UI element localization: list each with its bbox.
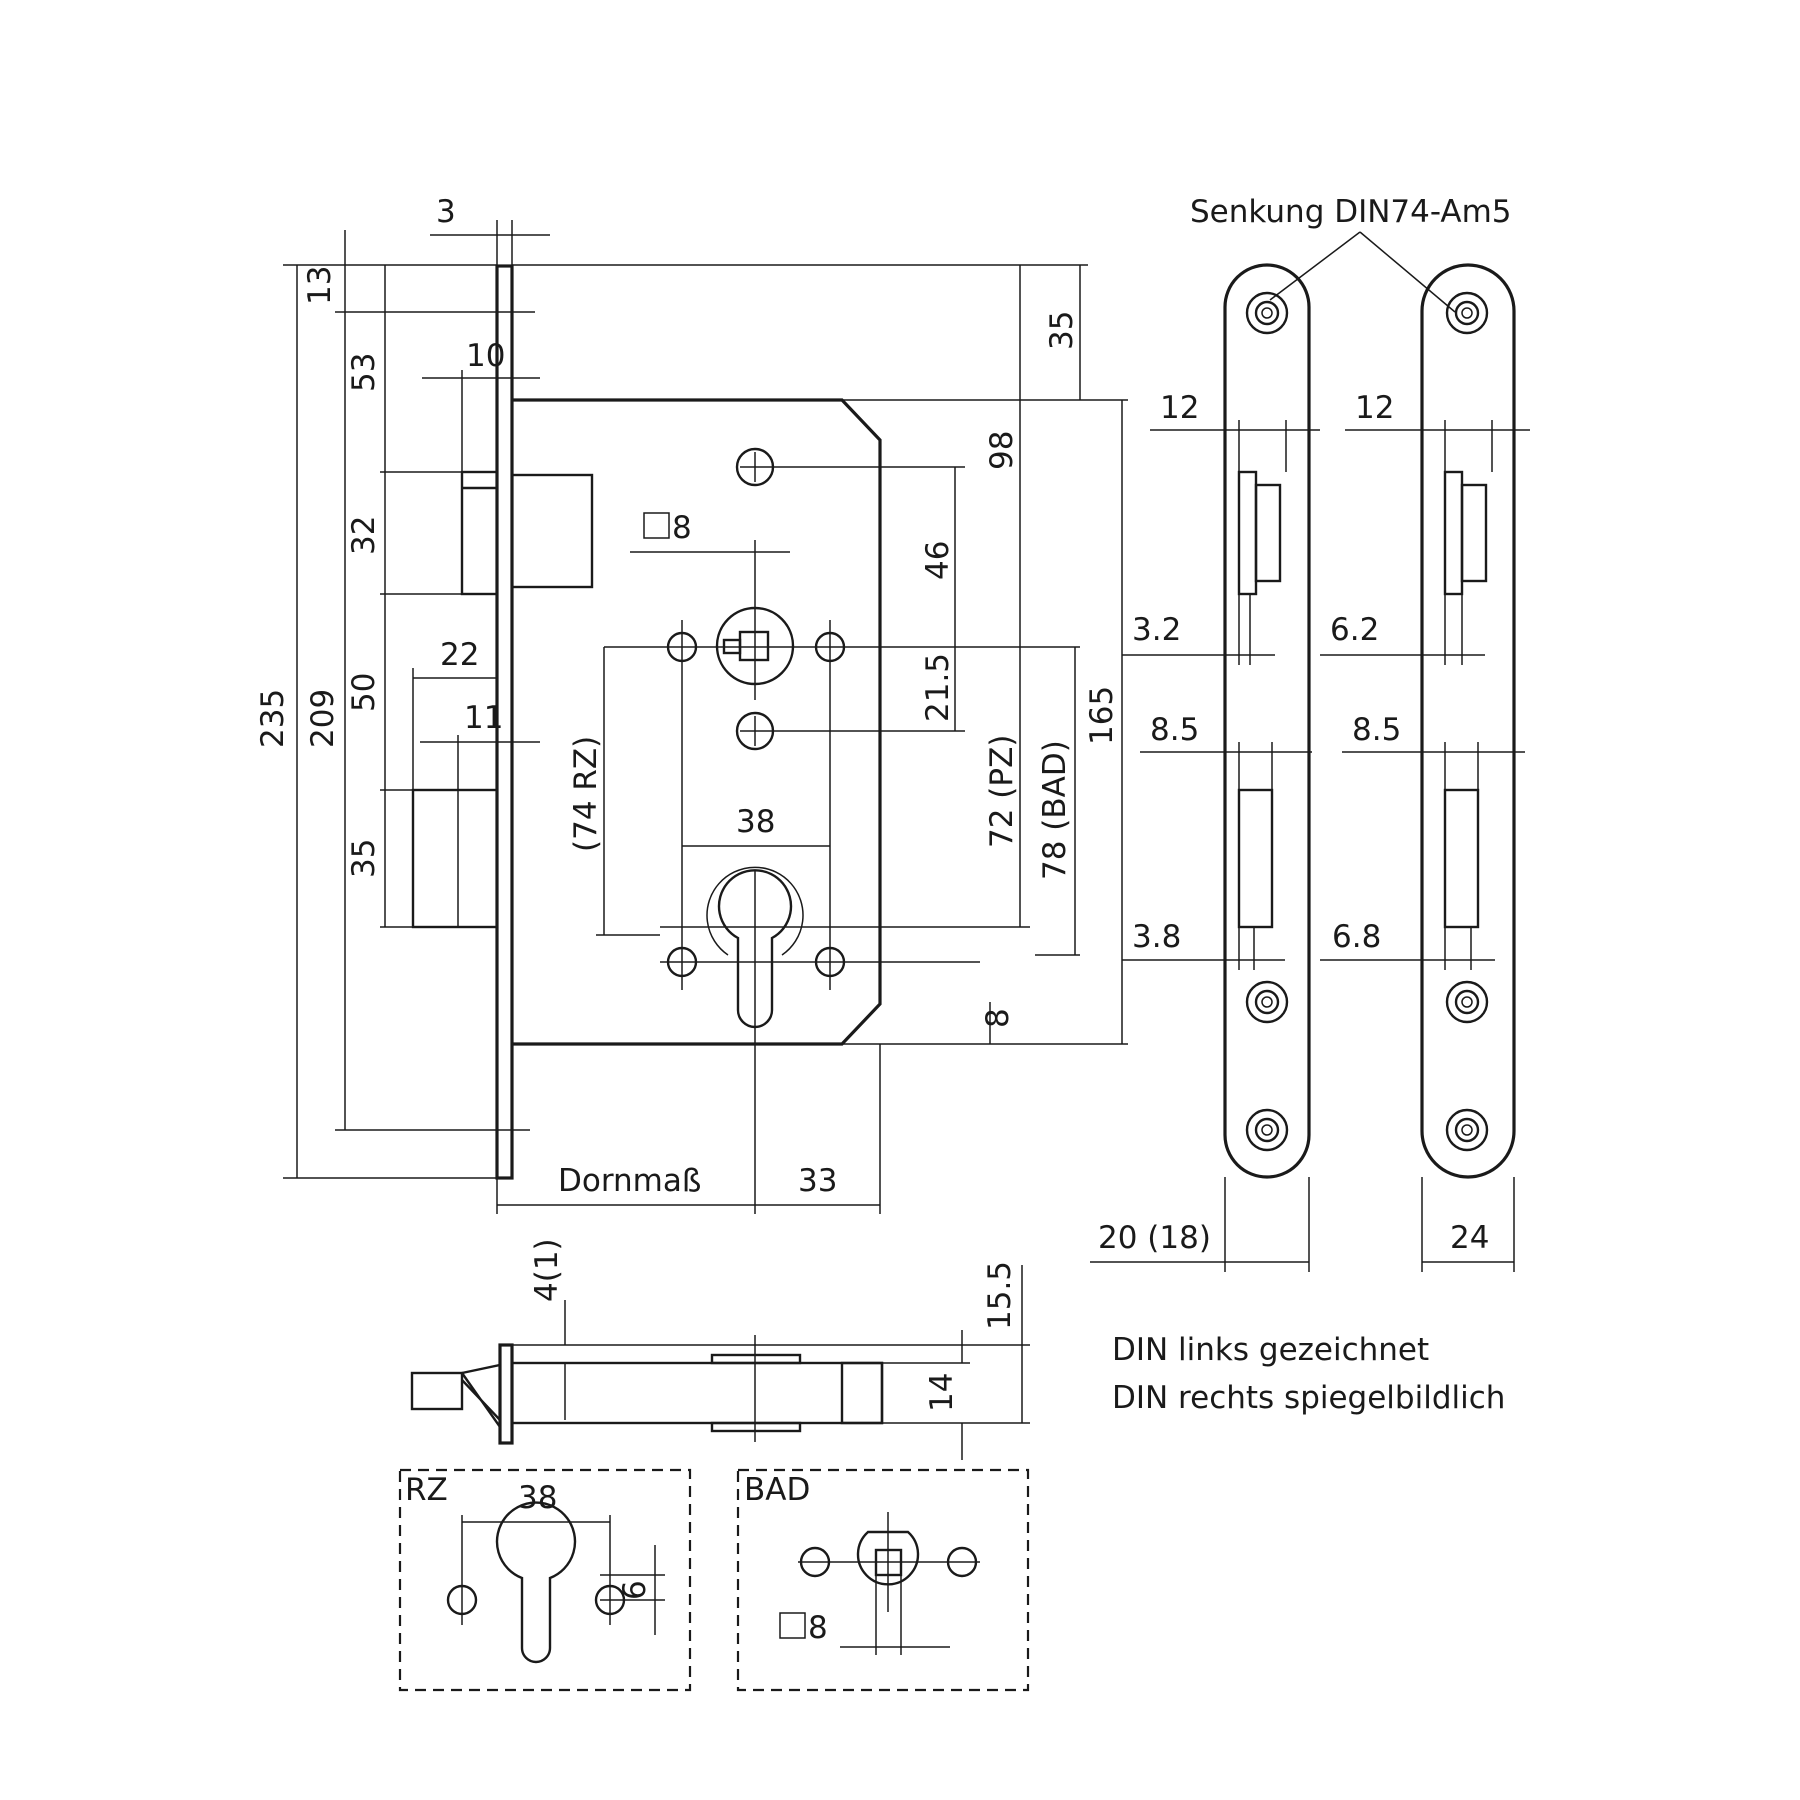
bad-square-8-symbol xyxy=(779,1612,806,1639)
cylinder-profile xyxy=(706,866,804,1029)
dim-12a: 12 xyxy=(1160,390,1199,426)
square-8-symbol xyxy=(643,512,670,539)
dim-11: 11 xyxy=(464,700,503,736)
bad-title: BAD xyxy=(744,1472,810,1508)
lock-top-view xyxy=(410,1335,1030,1445)
dim-8-5a: 8.5 xyxy=(1150,712,1199,748)
dim-20-18: 20 (18) xyxy=(1098,1220,1211,1256)
dim-6-2: 6.2 xyxy=(1330,612,1379,648)
rz-detail: RZ 38 6 xyxy=(398,1468,692,1692)
dim-14: 14 xyxy=(924,1373,960,1412)
rz-cylinder-profile xyxy=(495,1501,577,1664)
dim-53: 53 xyxy=(346,353,382,392)
bad-dim-square8: 8 xyxy=(808,1610,828,1646)
dim-22: 22 xyxy=(440,637,479,673)
forend-left-screw-3 xyxy=(1245,1108,1289,1152)
forend-left-screw-1 xyxy=(1245,291,1289,335)
note-din-left: DIN links gezeichnet xyxy=(1112,1332,1429,1368)
dim-10: 10 xyxy=(466,338,505,374)
dim-3: 3 xyxy=(436,194,456,230)
rz-title: RZ xyxy=(405,1472,448,1508)
dim-32: 32 xyxy=(346,516,382,555)
forend-left-screw-2 xyxy=(1245,980,1289,1024)
dim-74rz: (74 RZ) xyxy=(568,736,604,852)
forend-right-screw-3 xyxy=(1445,1108,1489,1152)
dim-98: 98 xyxy=(984,431,1020,470)
screw-hole-top xyxy=(735,447,775,487)
dim-50: 50 xyxy=(346,673,382,712)
forend-right-screw-2 xyxy=(1445,980,1489,1024)
dim-square8: 8 xyxy=(672,510,692,546)
lock-case xyxy=(512,398,882,1046)
forend-right xyxy=(1420,263,1516,1179)
bad-follower xyxy=(856,1530,920,1586)
lock-front-view xyxy=(411,264,1128,1214)
countersink-label: Senkung DIN74-Am5 xyxy=(1190,194,1512,230)
dim-209: 209 xyxy=(305,689,341,748)
note-din-right: DIN rechts spiegelbildlich xyxy=(1112,1380,1505,1416)
dimensions-forend: 12 12 3.2 6.2 8.5 8.5 3.8 6.8 20 (18) xyxy=(1090,390,1530,1272)
dim-4-1: 4(1) xyxy=(529,1238,565,1302)
dim-78bad: 78 (BAD) xyxy=(1037,740,1073,880)
dim-46: 46 xyxy=(920,541,956,580)
forend-left xyxy=(1223,263,1311,1179)
dim-35-left: 35 xyxy=(346,839,382,878)
dim-3-2: 3.2 xyxy=(1132,612,1181,648)
dim-72pz: 72 (PZ) xyxy=(984,735,1020,848)
dim-165: 165 xyxy=(1084,686,1120,745)
dim-15-5: 15.5 xyxy=(982,1261,1018,1330)
dim-backset: Dornmaß xyxy=(558,1163,701,1199)
dim-8-5b: 8.5 xyxy=(1352,712,1401,748)
dim-33: 33 xyxy=(798,1163,837,1199)
rz-dim-6: 6 xyxy=(617,1580,653,1600)
dim-35-top: 35 xyxy=(1044,311,1080,350)
dim-8: 8 xyxy=(980,1008,1016,1028)
dim-24: 24 xyxy=(1450,1220,1489,1256)
countersink-note: Senkung DIN74-Am5 xyxy=(1190,194,1512,313)
dead-bolt xyxy=(411,788,499,929)
dim-12b: 12 xyxy=(1355,390,1394,426)
dim-13: 13 xyxy=(302,266,338,305)
screw-hole-mid xyxy=(735,711,775,751)
latch-bolt xyxy=(460,470,594,596)
dim-3-8: 3.8 xyxy=(1132,919,1181,955)
rz-dim-38: 38 xyxy=(518,1480,557,1516)
dimensions-front: 3 235 209 13 53 32 50 35 10 22 xyxy=(255,194,1123,1214)
dim-6-8: 6.8 xyxy=(1332,919,1381,955)
dim-21-5: 21.5 xyxy=(920,653,956,722)
dim-235: 235 xyxy=(255,689,291,748)
bad-detail: BAD 8 xyxy=(736,1468,1030,1692)
dimensions-top-view: 4(1) 15.5 14 xyxy=(529,1238,1023,1460)
notes: DIN links gezeichnet DIN rechts spiegelb… xyxy=(1112,1332,1505,1416)
forend-plate xyxy=(495,264,514,1180)
follower xyxy=(630,540,795,700)
forend-right-screw-1 xyxy=(1445,291,1489,335)
dim-38: 38 xyxy=(736,804,775,840)
centre-lines xyxy=(512,264,1128,1214)
